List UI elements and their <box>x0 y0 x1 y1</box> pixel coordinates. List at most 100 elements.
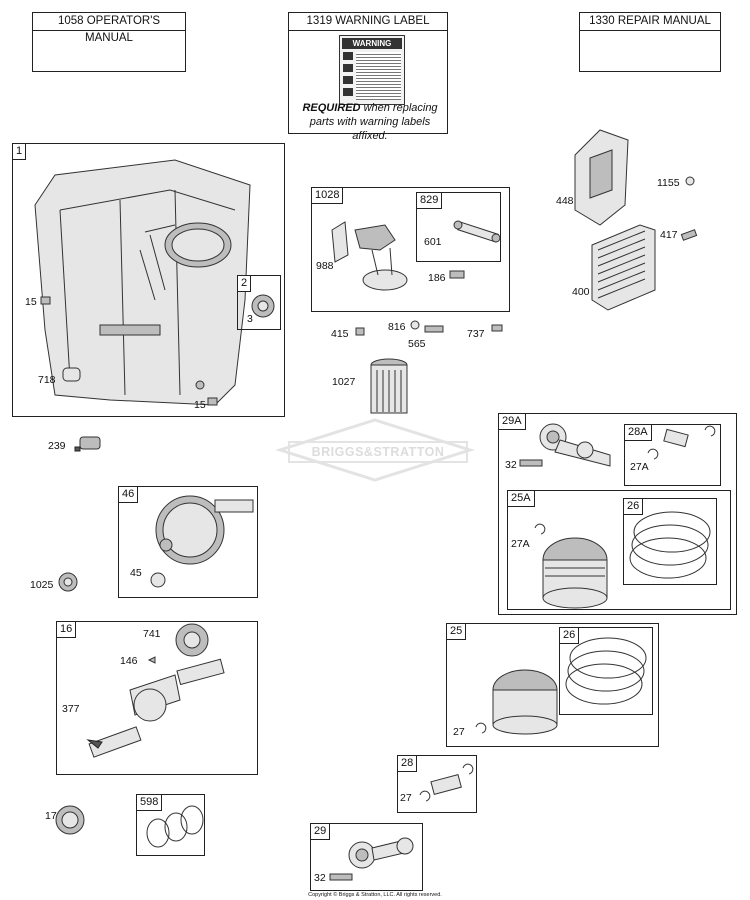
warning-text-lines <box>356 52 401 100</box>
clip-icon <box>475 722 487 734</box>
part-label[interactable]: 239 <box>48 440 66 452</box>
copyright-text: Copyright © Briggs & Stratton, LLC. All … <box>308 892 442 898</box>
connecting-rod-illustration <box>348 837 414 869</box>
required-note: REQUIRED when replacing parts with warni… <box>293 101 447 142</box>
part-label[interactable]: 15 <box>194 399 206 411</box>
part-label[interactable]: 448 <box>556 195 574 207</box>
part-label[interactable]: 3 <box>247 313 253 325</box>
group-tag: 26 <box>559 627 580 644</box>
washer-icon <box>410 320 420 330</box>
required-rest: when replacing parts with warning labels… <box>309 102 438 142</box>
clip-icon <box>534 523 546 535</box>
part-label[interactable]: 737 <box>467 328 485 340</box>
repair-manual-box[interactable]: 1330 REPAIR MANUAL <box>579 12 721 72</box>
part-label[interactable]: 1155 <box>657 177 680 189</box>
warning-label-box[interactable]: 1319 WARNING LABEL WARNING REQUIRED when… <box>288 12 448 142</box>
seal-icon <box>251 294 275 318</box>
group-box-1[interactable]: 1 <box>12 143 285 417</box>
sensor-icon <box>74 436 101 452</box>
fitting-icon <box>449 270 465 279</box>
piston-illustration <box>492 669 558 735</box>
group-tag: 46 <box>118 486 139 503</box>
part-label[interactable]: 718 <box>38 374 56 386</box>
group-box-46[interactable]: 46 <box>118 486 258 598</box>
part-label[interactable]: 1025 <box>30 579 54 591</box>
piston-illustration <box>542 537 608 609</box>
group-box-1028[interactable]: 1028 <box>311 187 510 312</box>
part-label[interactable]: 32 <box>314 872 326 884</box>
group-box-16[interactable]: 16 <box>56 621 258 775</box>
group-box-28[interactable]: 28 <box>397 755 477 813</box>
part-label[interactable]: 741 <box>143 628 161 640</box>
bearing-icon <box>55 805 85 835</box>
part-label[interactable]: 415 <box>331 328 349 340</box>
group-tag: 25A <box>507 490 535 507</box>
part-label[interactable]: 32 <box>505 459 517 471</box>
part-label[interactable]: 27A <box>630 461 649 473</box>
warning-label-title: 1319 WARNING LABEL <box>289 13 447 31</box>
watermark-diamond <box>275 418 475 482</box>
part-label[interactable]: 377 <box>62 703 80 715</box>
bolt-icon <box>519 459 543 467</box>
clip-icon <box>419 763 474 802</box>
crankshaft-illustration <box>86 623 225 758</box>
part-label[interactable]: 400 <box>572 286 590 298</box>
group-tag: 29A <box>498 413 526 430</box>
oil-cooler-illustration <box>591 224 656 311</box>
part-label[interactable]: 988 <box>316 260 334 272</box>
part-label[interactable]: 816 <box>388 321 406 333</box>
group-box-26[interactable]: 26 <box>623 498 717 585</box>
connecting-rod-illustration <box>539 423 611 467</box>
group-tag: 26 <box>623 498 644 515</box>
plug-icon <box>355 327 365 336</box>
group-box-598[interactable]: 598 <box>136 794 205 856</box>
group-tag: 16 <box>56 621 77 638</box>
operators-manual-box[interactable]: 1058 OPERATOR'S MANUAL <box>32 12 186 72</box>
part-label[interactable]: 27A <box>511 538 530 550</box>
group-tag: 28A <box>624 424 652 441</box>
group-box-829[interactable]: 829 <box>416 192 501 262</box>
group-box-29[interactable]: 29 <box>310 823 423 891</box>
part-label[interactable]: 27 <box>453 726 465 738</box>
crankcase-illustration <box>34 159 251 406</box>
group-tag: 829 <box>416 192 443 209</box>
repair-manual-title: 1330 REPAIR MANUAL <box>580 13 720 31</box>
part-label[interactable]: 417 <box>660 229 678 241</box>
piston-rings-illustration <box>629 511 711 579</box>
bolt-icon <box>207 397 218 406</box>
group-tag: 28 <box>397 755 418 772</box>
part-label[interactable]: 15 <box>25 296 37 308</box>
warning-decal: WARNING <box>339 35 405 105</box>
group-tag: 598 <box>136 794 163 811</box>
group-tag: 25 <box>446 623 467 640</box>
group-box-29A[interactable]: 29A <box>498 413 737 615</box>
bolt-icon <box>424 325 444 333</box>
group-box-25A[interactable]: 25A <box>507 490 731 610</box>
bolt-icon <box>491 324 503 332</box>
part-label[interactable]: 17 <box>45 810 57 822</box>
key-icon <box>147 656 156 664</box>
part-label[interactable]: 27 <box>400 792 412 804</box>
group-tag: 2 <box>237 275 252 292</box>
group-box-25[interactable]: 25 <box>446 623 659 747</box>
bushing-icon <box>62 367 81 382</box>
bracket-illustration <box>574 129 629 226</box>
bolt-icon <box>680 229 698 241</box>
part-label[interactable]: 186 <box>428 272 446 284</box>
clip-icon <box>647 425 716 460</box>
plug-icon <box>150 572 166 588</box>
part-label[interactable]: 146 <box>120 655 138 667</box>
part-label[interactable]: 1027 <box>332 376 356 388</box>
group-tag: 1 <box>12 143 27 160</box>
group-box-2[interactable]: 2 <box>237 275 281 330</box>
warning-symbols <box>343 52 353 100</box>
operators-manual-title: 1058 OPERATOR'S MANUAL <box>33 13 185 44</box>
part-label[interactable]: 601 <box>424 236 442 248</box>
group-box-28A[interactable]: 28A <box>624 424 721 486</box>
part-label[interactable]: 565 <box>408 338 426 350</box>
watermark-text: BRIGGS&STRATTON <box>288 441 468 463</box>
group-box-26[interactable]: 26 <box>559 627 653 715</box>
part-label[interactable]: 45 <box>130 567 142 579</box>
pin-icon <box>430 773 462 795</box>
group-tag: 29 <box>310 823 331 840</box>
